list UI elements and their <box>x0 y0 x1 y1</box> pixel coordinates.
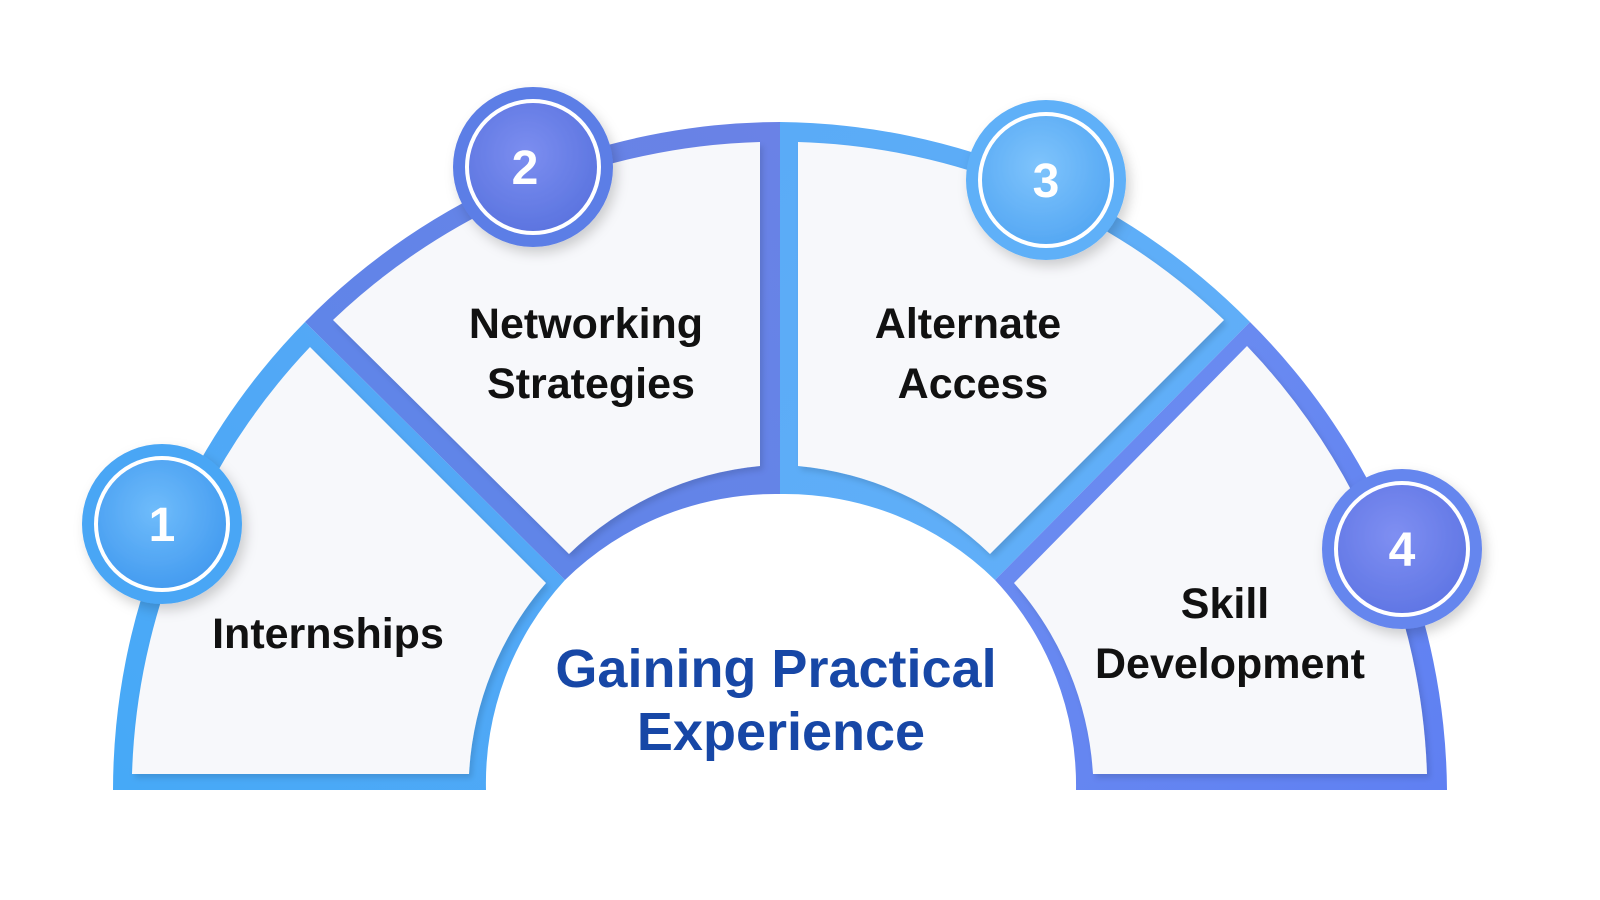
step-2-number: 2 <box>512 142 539 195</box>
center-title-line1: Gaining Practical <box>555 639 996 699</box>
step-4-label-line1: Skill <box>1181 580 1269 628</box>
step-2-label-line1: Networking <box>469 300 703 348</box>
step-4-badge: 4 <box>1322 469 1482 629</box>
step-2-label-line2: Strategies <box>487 360 695 408</box>
step-3-label-line1: Alternate <box>875 300 1061 348</box>
step-1-number: 1 <box>149 499 176 552</box>
step-4-label-line2: Development <box>1095 640 1365 688</box>
segment-1 <box>113 322 565 790</box>
step-3-badge: 3 <box>966 100 1126 260</box>
segment-3 <box>780 122 1250 580</box>
step-3-number: 3 <box>1033 155 1060 208</box>
center-hub <box>486 495 1076 790</box>
step-1-badge: 1 <box>82 444 242 604</box>
step-4-number: 4 <box>1389 524 1416 577</box>
step-2-badge: 2 <box>453 87 613 247</box>
segment-4 <box>995 322 1447 790</box>
segment-2 <box>305 122 780 580</box>
step-1-label: Internships <box>212 610 444 658</box>
step-3-label-line2: Access <box>898 360 1049 408</box>
center-title-line2: Experience <box>637 702 925 762</box>
